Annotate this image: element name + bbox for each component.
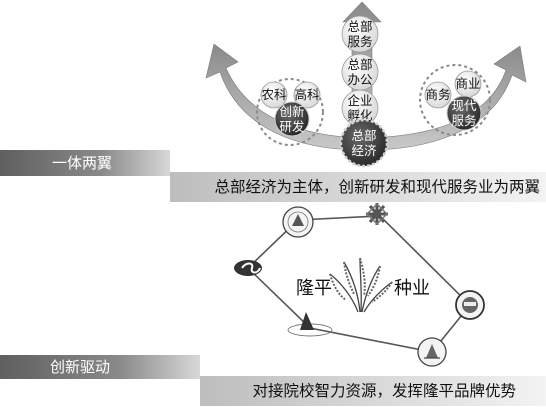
center-left-label: 隆平 [296, 278, 332, 299]
left-wing-small-circle-2: 高科 [294, 87, 320, 102]
top-band [0, 150, 170, 176]
stem-circle-hq-office-line1: 总部 [347, 57, 372, 72]
stem-circle-hq-office: 总部 办公 [341, 53, 379, 91]
bottom-right-institution-seal-icon [417, 337, 447, 367]
center-circle-hq-economy: 总部 经济 [339, 118, 389, 168]
network-outline [246, 215, 472, 353]
stem-circle-hq-service-line1: 总部 [347, 19, 372, 34]
stem-circle-incubation-line1: 企业 [347, 93, 372, 108]
top-section: 总部 服务 总部 办公 企业 孵化 总部 经济 农科 高科 创新 [0, 1, 546, 202]
left-s-logo-icon [234, 260, 262, 276]
right-wing-cluster: 商务 商业 现代 服务 [419, 64, 491, 136]
bottom-caption-shadow [200, 376, 546, 406]
right-wing-small-circle-1: 商务 [425, 87, 450, 102]
stem-circle-incubation: 企业 孵化 [341, 89, 379, 127]
bottom-caption: 对接院校智力资源，发挥隆平品牌优势 [252, 381, 516, 400]
center-right-label: 种业 [394, 278, 430, 299]
stem-circle-hq-service: 总部 服务 [341, 15, 379, 53]
top-right-knot-logo-icon [366, 203, 388, 225]
bottom-band-label: 创新驱动 [50, 358, 110, 376]
center-circle-line2: 经济 [351, 143, 377, 158]
left-wing-small-circle-1: 农科 [261, 87, 287, 102]
top-caption-shadow [170, 172, 546, 202]
right-wing-main-line2: 服务 [451, 113, 476, 128]
rice-plant-icon [329, 257, 393, 313]
top-left-institution-seal-icon [282, 206, 314, 238]
center-circle-line1: 总部 [351, 128, 376, 143]
top-caption: 总部经济为主体，创新研发和现代服务业为两翼 [214, 178, 540, 196]
stem-circle-hq-service-line2: 服务 [347, 34, 372, 49]
bottom-left-sail-logo-icon [287, 312, 333, 337]
left-wing-main-line2: 研发 [279, 119, 305, 134]
left-wing-main-line1: 创新 [279, 104, 304, 119]
stem-circle-hq-office-line2: 办公 [347, 72, 373, 87]
right-institution-seal-icon [455, 290, 485, 320]
top-band-label: 一体两翼 [52, 154, 112, 172]
left-wing-cluster: 农科 高科 创新 研发 [256, 78, 324, 146]
bottom-band [0, 355, 200, 379]
right-wing-small-circle-2: 商业 [455, 76, 480, 91]
bottom-section: 隆平 种业 创新驱动 对接院校智力资源，发挥隆平品牌优势 [0, 203, 546, 406]
right-wing-main-line1: 现代 [451, 98, 477, 113]
